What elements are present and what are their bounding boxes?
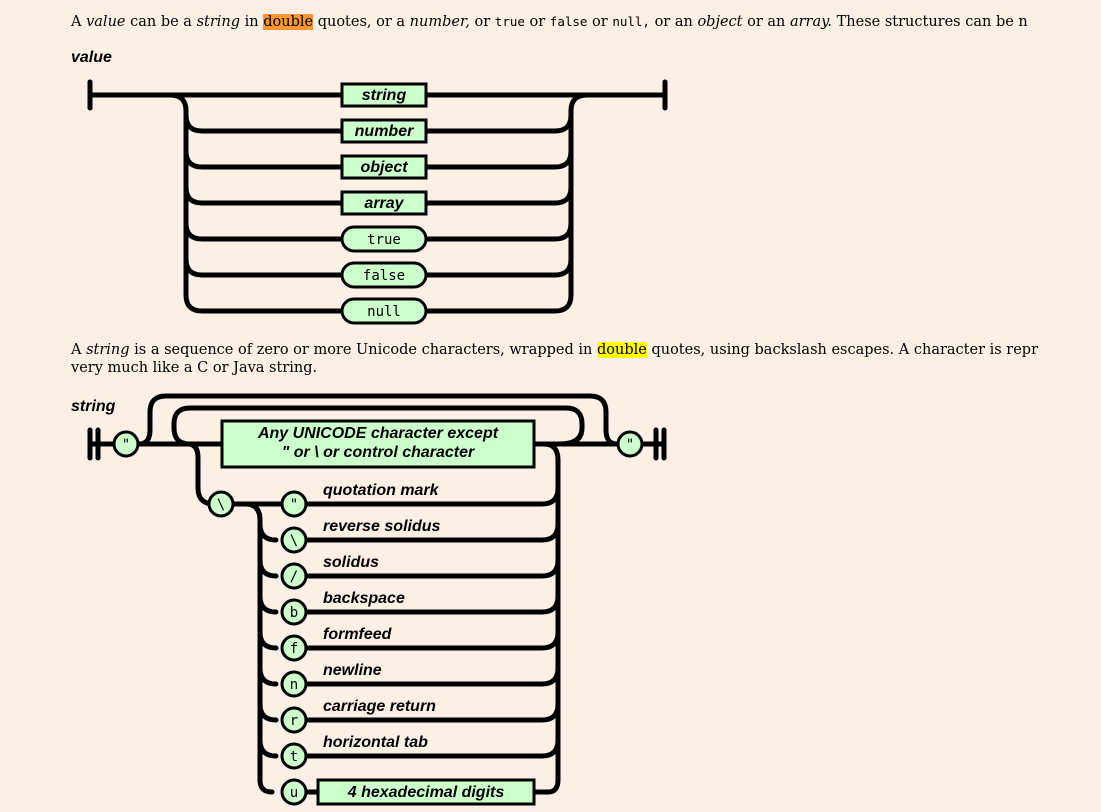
escape-char-0: " xyxy=(280,490,308,518)
escape-char-7: t xyxy=(280,742,308,770)
text: These structures can be n xyxy=(836,14,1028,30)
nonterminal-box xyxy=(340,82,428,108)
text: is a sequence of zero or more Unicode ch… xyxy=(134,342,593,358)
term-string: string xyxy=(86,342,130,358)
value-option-number: number xyxy=(340,118,428,144)
option-label: object xyxy=(360,159,408,176)
text: or xyxy=(474,14,491,30)
term-number: number, xyxy=(409,14,470,30)
text: A xyxy=(71,14,82,30)
value-option-false: false xyxy=(340,261,428,289)
literal-true: true xyxy=(494,14,525,29)
terminal-char: " xyxy=(122,437,130,453)
string-diagram-title: string xyxy=(71,398,116,415)
term-object: object xyxy=(697,14,743,30)
search-highlight: double xyxy=(596,342,647,358)
escape-label-5: newline xyxy=(323,662,382,679)
value-railroad-diagram: string number object array true false null xyxy=(87,79,668,325)
escape-char-6: r xyxy=(280,706,308,734)
terminal-char: \ xyxy=(290,533,298,549)
search-highlight: double xyxy=(263,14,314,30)
terminal-char: t xyxy=(290,749,298,765)
terminal-char: / xyxy=(290,569,298,585)
escape-char-2: / xyxy=(280,562,308,590)
close-quote-terminal: " xyxy=(616,430,644,458)
terminal-char: n xyxy=(290,677,298,693)
escape-char-4: f xyxy=(280,634,308,662)
text: or xyxy=(592,14,608,30)
option-label: string xyxy=(362,87,407,104)
terminal-char: u xyxy=(290,785,298,801)
term-value: value xyxy=(86,14,126,30)
escape-char-8: u xyxy=(280,778,308,806)
escape-char-3: b xyxy=(280,598,308,626)
nonterminal-box xyxy=(340,190,428,216)
option-label: true xyxy=(367,232,401,248)
escape-label-4: formfeed xyxy=(323,626,393,643)
escape-label-6: carriage return xyxy=(323,698,436,715)
any-unicode-box: Any UNICODE character except " or \ or co… xyxy=(220,419,536,469)
text: or an xyxy=(747,14,786,30)
string-intro-paragraph: A string is a sequence of zero or more U… xyxy=(71,341,1038,359)
terminal-char: b xyxy=(290,605,298,621)
string-railroad-diagram: " " Any UNICODE character except " or \ or … xyxy=(87,393,667,806)
text: quotes, using backslash escapes. A chara… xyxy=(651,342,1039,358)
option-label: null xyxy=(367,304,401,320)
option-label: array xyxy=(364,195,404,212)
value-option-object: object xyxy=(340,154,428,180)
text: A xyxy=(71,342,82,358)
value-intro-paragraph: A value can be a string in double quotes… xyxy=(71,13,1028,31)
text: or an xyxy=(654,14,693,30)
text: in xyxy=(244,14,259,30)
value-option-string: string xyxy=(340,82,428,108)
escape-label-7: horizontal tab xyxy=(323,734,428,751)
terminal-char: " xyxy=(290,497,298,513)
terminal-char: f xyxy=(290,641,298,657)
terminal-box xyxy=(340,261,428,289)
terminal-char: r xyxy=(290,713,298,729)
escape-label-2: solidus xyxy=(323,554,379,571)
terminal-char: \ xyxy=(217,497,225,513)
escape-label-3: backspace xyxy=(323,590,405,607)
term-string: string xyxy=(196,14,241,30)
value-option-true: true xyxy=(340,225,428,253)
value-option-array: array xyxy=(340,190,428,216)
escape-label-0: quotation mark xyxy=(323,482,440,499)
hex-digits-label: 4 hexadecimal digits xyxy=(347,784,505,801)
open-quote-terminal: " xyxy=(112,430,140,458)
text: can be a xyxy=(130,14,192,30)
value-option-null: null xyxy=(340,297,428,325)
escape-char-5: n xyxy=(280,670,308,698)
string-intro-paragraph-line2: very much like a C or Java string. xyxy=(71,360,318,376)
nonterminal-box xyxy=(340,154,428,180)
terminal-box xyxy=(340,297,428,325)
escape-label-1: reverse solidus xyxy=(323,518,441,535)
text: or xyxy=(529,14,546,30)
any-char-line1: Any UNICODE character except xyxy=(257,425,499,442)
backslash-terminal: \ xyxy=(207,490,235,518)
terminal-box xyxy=(340,225,428,253)
hex-digits-box: 4 hexadecimal digits xyxy=(316,778,536,806)
nonterminal-box xyxy=(340,118,428,144)
option-label: false xyxy=(363,268,405,284)
text: quotes, or a xyxy=(317,14,406,30)
option-label: number xyxy=(355,123,414,140)
any-char-line2: " or \ or control character xyxy=(282,444,475,461)
value-diagram-title: value xyxy=(71,49,112,66)
literal-null: null, xyxy=(612,14,650,29)
literal-false: false xyxy=(549,14,588,29)
terminal-char: " xyxy=(626,437,634,453)
term-array: array. xyxy=(789,14,833,30)
escape-char-1: \ xyxy=(280,526,308,554)
